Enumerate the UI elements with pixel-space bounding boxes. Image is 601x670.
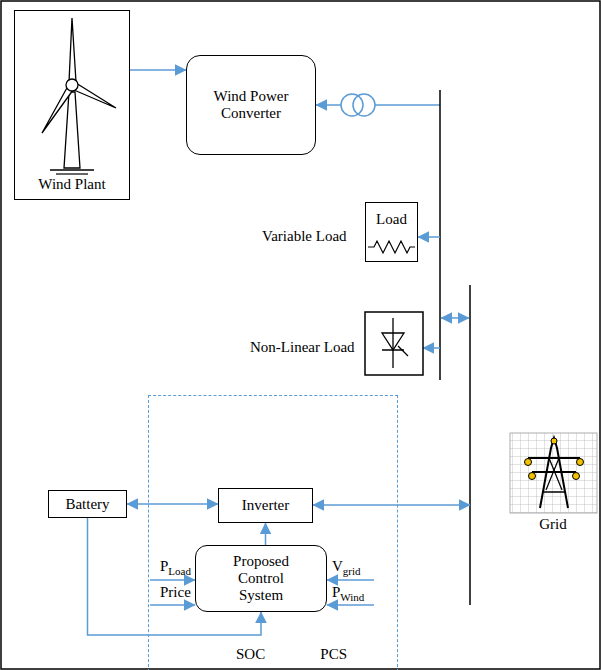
transformer-coil <box>353 94 375 116</box>
grid-tower-brace <box>549 458 562 490</box>
grid-box: Grid <box>507 430 599 536</box>
insulator-dot <box>573 473 580 480</box>
thyristor-symbol <box>392 318 393 368</box>
node-text: Proposed Control System <box>216 553 306 604</box>
node-text: Grid <box>539 516 567 533</box>
insulator-dot <box>529 473 536 480</box>
insulator-dot <box>525 459 532 466</box>
load-label: Variable Load <box>262 228 347 245</box>
insulator-dot <box>551 438 557 444</box>
input-arrow <box>327 604 374 606</box>
thyristor-symbol <box>382 333 404 350</box>
grid-tower-brace <box>546 458 559 490</box>
load-feed-arrow <box>418 236 440 238</box>
node-text: Battery <box>65 496 109 513</box>
turbine-base <box>56 173 88 174</box>
turbine-blade <box>69 18 76 82</box>
node-text: Wind Power Converter <box>199 88 303 122</box>
node-text: Inverter <box>242 497 289 514</box>
load-box: Load <box>365 202 418 262</box>
signal-name: Price <box>160 584 191 601</box>
input-arrow <box>327 579 374 581</box>
grid-tower-brace <box>543 491 565 493</box>
turbine-base <box>50 169 94 171</box>
grid-bus <box>469 285 471 605</box>
connector <box>130 69 186 71</box>
node-text: PCS <box>320 646 347 663</box>
turbine-blade <box>74 83 116 108</box>
signal-name: PWind <box>332 584 364 601</box>
load-feed-arrow <box>423 347 440 349</box>
wire-arrow <box>316 104 341 106</box>
converter-box: Wind Power Converter <box>186 55 316 155</box>
inverter-box: Inverter <box>218 488 313 523</box>
pcs-region: PCS InverterProposed Control System <box>148 395 398 670</box>
grid-tower-arm <box>528 457 580 459</box>
control-system-box: Proposed Control System <box>195 545 327 612</box>
insulator-dot <box>577 459 584 466</box>
load-label: Non-Linear Load <box>250 339 355 356</box>
input-arrow <box>150 604 195 606</box>
turbine-hub <box>66 79 78 91</box>
bus-link-arrow <box>441 317 469 319</box>
input-arrow <box>150 579 195 581</box>
signal-name: PLoad <box>160 558 191 575</box>
connector <box>265 523 267 545</box>
turbine-tower <box>64 92 80 168</box>
non-linear-load-box <box>365 312 423 375</box>
connector <box>127 503 218 505</box>
signal-name: Vgrid <box>332 558 361 575</box>
ac-bus <box>439 90 441 380</box>
grid-background <box>510 433 597 513</box>
wire <box>375 104 440 106</box>
transformer-coil <box>341 94 363 116</box>
resistor-symbol <box>368 241 415 253</box>
wind-plant-box: Wind Plant <box>14 10 130 200</box>
node-text: Wind Plant <box>38 176 105 193</box>
node-text: Load <box>376 211 407 228</box>
connector <box>88 518 262 635</box>
turbine-blade <box>42 86 73 133</box>
battery-box: Battery <box>48 490 127 518</box>
inverter-grid-arrow <box>313 504 470 506</box>
thyristor-gate <box>398 346 408 356</box>
signal-name: SOC <box>236 646 265 663</box>
